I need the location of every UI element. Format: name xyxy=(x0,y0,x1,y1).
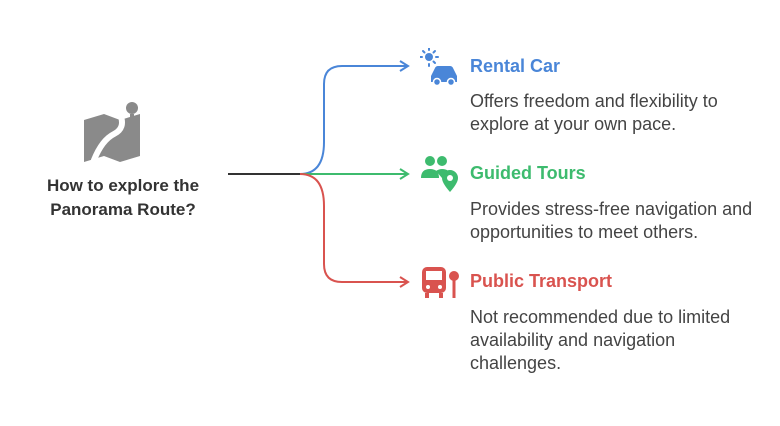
branch-title-guided-tours: Guided Tours xyxy=(470,163,586,183)
root-question: How to explore the Panorama Route? xyxy=(46,176,200,219)
branch-title-public-transport: Public Transport xyxy=(470,271,613,291)
people-location-icon xyxy=(421,156,458,192)
branch-description-rental-car: Offers freedom and flexibility to explor… xyxy=(470,91,718,134)
branch-description-guided-tours: Provides stress-free navigation and oppo… xyxy=(470,199,753,242)
bus-stop-icon xyxy=(422,267,459,298)
branch-description-public-transport: Not recommended due to limited availabil… xyxy=(470,307,731,373)
connector-public-transport xyxy=(299,173,408,283)
arrow-rental-car xyxy=(399,60,410,72)
connector-rental-car xyxy=(299,65,408,175)
car-sun-icon xyxy=(420,48,457,87)
branch-title-rental-car: Rental Car xyxy=(470,56,561,76)
road-map-icon xyxy=(84,102,140,162)
arrow-public-transport xyxy=(399,276,410,288)
arrow-guided-tours xyxy=(399,168,410,180)
